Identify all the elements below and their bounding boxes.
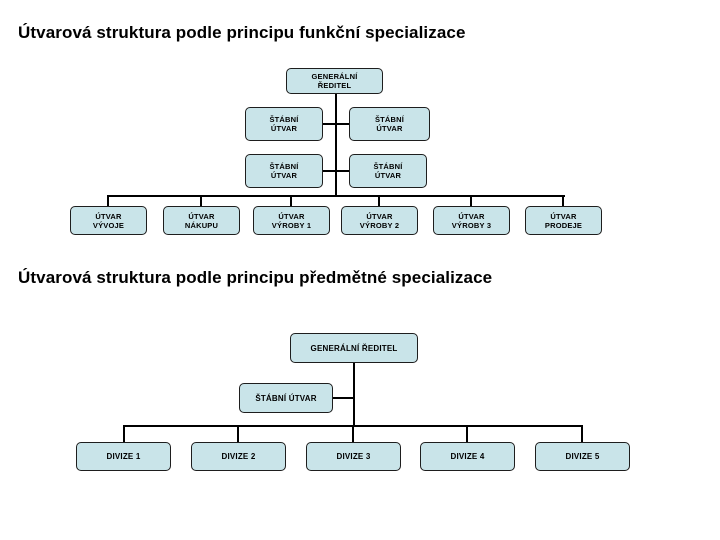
node-label: DIVIZE 4: [450, 452, 485, 461]
org-node-divize-4: DIVIZE 4: [420, 442, 515, 471]
org-node-utvar-vyroby-1: ÚTVAR VÝROBY 1: [253, 206, 330, 235]
node-label: ŘEDITEL: [317, 81, 352, 90]
connector-line: [322, 123, 350, 125]
node-label: ÚTVAR: [458, 211, 485, 221]
connector-line: [562, 195, 564, 206]
org-node-utvar-vyvoje: ÚTVAR VÝVOJE: [70, 206, 147, 235]
node-label: ÚTVAR: [376, 124, 403, 133]
node-label: ŠTÁBNÍ: [269, 162, 299, 171]
node-label: ŠTÁBNÍ ÚTVAR: [255, 393, 317, 403]
node-label: DIVIZE 1: [106, 452, 141, 461]
node-label: VÝROBY 3: [451, 220, 492, 230]
node-label: DIVIZE 3: [336, 452, 371, 461]
org-node-staff-unit-1: ŠTÁBNÍ ÚTVAR: [245, 107, 323, 141]
org-node-utvar-vyroby-3: ÚTVAR VÝROBY 3: [433, 206, 510, 235]
org-node-staff-unit: ŠTÁBNÍ ÚTVAR: [239, 383, 333, 413]
org-node-divize-2: DIVIZE 2: [191, 442, 286, 471]
org-node-utvar-nakupu: ÚTVAR NÁKUPU: [163, 206, 240, 235]
connector-line: [107, 195, 109, 206]
connector-line: [466, 425, 468, 442]
org-node-general-director: GENERÁLNÍ ŘEDITEL: [290, 333, 418, 363]
node-label: ÚTVAR: [374, 171, 402, 180]
node-label: GENERÁLNÍ: [311, 72, 358, 81]
connector-line: [290, 195, 292, 206]
chart2-title: Útvarová struktura podle principu předmě…: [18, 268, 493, 287]
connector-line: [352, 425, 354, 442]
org-node-divize-5: DIVIZE 5: [535, 442, 630, 471]
node-label: NÁKUPU: [184, 220, 219, 230]
connector-line: [581, 425, 583, 442]
connector-line: [470, 195, 472, 206]
org-node-staff-unit-3: ŠTÁBNÍ ÚTVAR: [245, 154, 323, 188]
node-label: VÝROBY 2: [359, 220, 400, 230]
org-node-divize-1: DIVIZE 1: [76, 442, 171, 471]
connector-line: [237, 425, 239, 442]
node-label: GENERÁLNÍ ŘEDITEL: [310, 343, 398, 353]
node-label: DIVIZE 2: [221, 452, 256, 461]
connector-line: [200, 195, 202, 206]
connector-line: [378, 195, 380, 206]
node-label: ŠTÁBNÍ: [269, 115, 299, 124]
connector-line: [332, 397, 354, 399]
org-node-staff-unit-4: ŠTÁBNÍ ÚTVAR: [349, 154, 427, 188]
connector-line: [353, 362, 355, 427]
connector-line: [335, 93, 337, 196]
org-node-divize-3: DIVIZE 3: [306, 442, 401, 471]
connector-line: [123, 425, 125, 442]
org-node-staff-unit-2: ŠTÁBNÍ ÚTVAR: [349, 107, 430, 141]
node-label: ÚTVAR: [95, 211, 122, 221]
org-node-utvar-prodeje: ÚTVAR PRODEJE: [525, 206, 602, 235]
node-label: ÚTVAR: [188, 211, 215, 221]
node-label: ÚTVAR: [278, 211, 305, 221]
org-node-general-director: GENERÁLNÍ ŘEDITEL: [286, 68, 383, 94]
node-label: VÝROBY 1: [271, 220, 312, 230]
org-node-utvar-vyroby-2: ÚTVAR VÝROBY 2: [341, 206, 418, 235]
connector-line: [322, 170, 350, 172]
node-label: PRODEJE: [544, 220, 583, 230]
node-label: ŠTÁBNÍ: [374, 115, 405, 124]
node-label: ŠTÁBNÍ: [373, 162, 403, 171]
chart1-title: Útvarová struktura podle principu funkčn…: [18, 23, 466, 42]
connector-line: [108, 195, 565, 197]
node-label: ÚTVAR: [270, 124, 298, 133]
node-label: DIVIZE 5: [565, 452, 600, 461]
node-label: ÚTVAR: [270, 171, 298, 180]
node-label: VÝVOJE: [92, 220, 125, 230]
node-label: ÚTVAR: [550, 211, 577, 221]
node-label: ÚTVAR: [366, 211, 393, 221]
